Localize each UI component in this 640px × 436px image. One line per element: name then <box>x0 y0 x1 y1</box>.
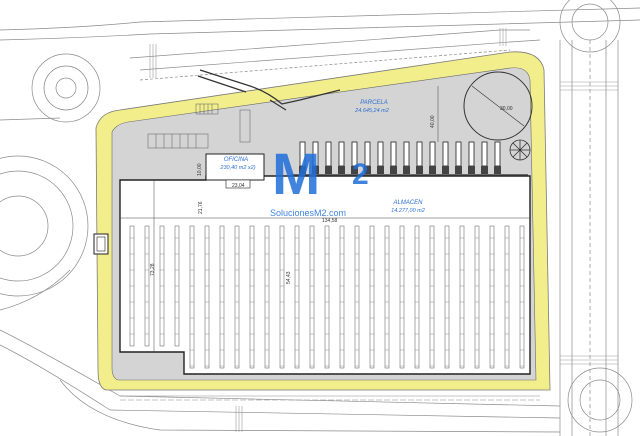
office-name: OFICINA <box>224 157 248 163</box>
left-depth-label: 73,28 <box>150 263 156 276</box>
inner-depth-label: 21,76 <box>198 201 204 214</box>
main-depth-label: 54,43 <box>286 271 292 284</box>
rack-row <box>339 225 345 369</box>
rack-row <box>204 225 210 369</box>
rack-row <box>519 225 525 369</box>
rack-row <box>444 225 450 369</box>
rack-row <box>489 225 495 369</box>
rack-row <box>429 225 435 369</box>
truck-icon <box>364 141 371 174</box>
truck-icon <box>299 141 306 174</box>
warehouse-name: ALMACEN <box>392 200 423 206</box>
roundabout-bottom-right <box>567 367 633 433</box>
truck-icon <box>351 141 358 174</box>
rack-row <box>219 225 225 369</box>
rack-row <box>459 225 465 369</box>
truck-icon <box>442 141 449 174</box>
truck-icon <box>455 141 462 174</box>
rack-row <box>324 225 330 369</box>
truck-icon <box>377 141 384 174</box>
water-tank: 30,00 <box>463 71 533 141</box>
warehouse-area: 14.277,00 m2 <box>391 208 425 214</box>
office-width-label: 23,04 <box>232 183 245 189</box>
zebra-crossings <box>149 28 618 432</box>
truck-icon <box>481 141 488 174</box>
warehouse-width-label: 134,58 <box>322 218 338 224</box>
fire-pump-icon <box>509 139 531 161</box>
truck-icon <box>338 141 345 174</box>
plot-name: PARCELA <box>360 100 388 106</box>
truck-icon <box>403 141 410 174</box>
yard-depth-label: 40,00 <box>430 115 436 128</box>
truck-icon <box>416 141 423 174</box>
truck-icon <box>325 141 332 174</box>
roundabout-top-left <box>31 53 101 123</box>
gatehouse <box>93 233 109 255</box>
road-network <box>0 7 640 436</box>
rack-row <box>249 225 255 369</box>
watermark-brand: SolucionesM2.com <box>270 208 346 218</box>
access-ramp <box>197 69 341 111</box>
rack-row <box>384 225 390 369</box>
bottom-boundary <box>120 395 540 401</box>
watermark-logo-exponent: 2 <box>352 158 369 191</box>
truck-icon <box>312 141 319 174</box>
rack-row <box>264 225 270 369</box>
rack-row <box>279 225 285 369</box>
watermark-logo: M 2 SolucionesM2.com <box>270 142 369 218</box>
truck-icon <box>390 141 397 174</box>
rack-row <box>474 225 480 369</box>
tank-diameter-label: 30,00 <box>500 106 513 112</box>
parking-bays <box>147 103 251 149</box>
rack-row <box>504 225 510 369</box>
rack-row <box>189 225 195 369</box>
rack-row <box>399 225 405 369</box>
racking-rows <box>129 225 525 369</box>
office-block <box>205 153 265 189</box>
rack-row <box>414 225 420 369</box>
rack-row <box>309 225 315 369</box>
watermark-logo-letter: M <box>272 142 320 207</box>
plot-area: 24.645,24 m2 <box>354 108 389 114</box>
truck-icon <box>429 141 436 174</box>
rack-row <box>294 225 300 369</box>
rack-row <box>234 225 240 369</box>
office-area: 230,40 m2 x2) <box>219 165 255 171</box>
office-depth-label: 10,00 <box>197 163 203 176</box>
roundabout-top-right <box>559 0 621 53</box>
rack-row <box>369 225 375 369</box>
truck-icon <box>468 141 475 174</box>
roundabout-left <box>0 155 89 297</box>
truck-icon <box>494 141 501 174</box>
rack-row <box>354 225 360 369</box>
